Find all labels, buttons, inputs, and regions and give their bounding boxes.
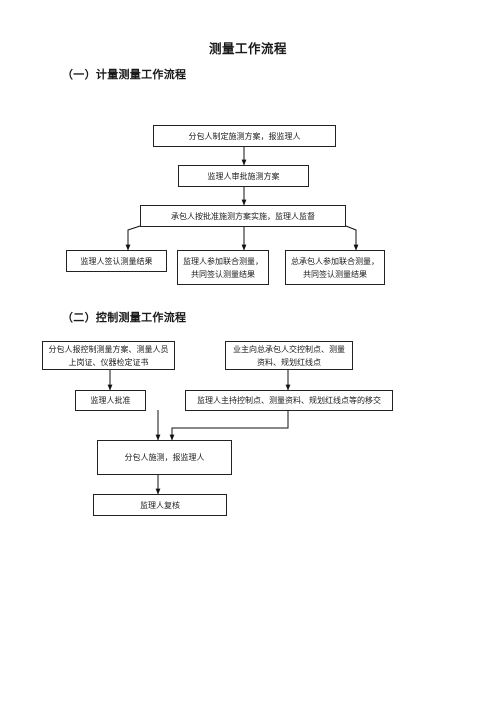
- node-owner-handover: 业主向总承包人交控制点、测量资料、规划红线点: [225, 341, 353, 370]
- node-submit-control-plan: 分包人报控制测量方案、测量人员上岗证、仪器检定证书: [42, 341, 175, 370]
- node-joint-survey-supervisor: 监理人参加联合测量，共同签认测量结果: [177, 250, 269, 285]
- node-approve-plan: 监理人审批施测方案: [178, 165, 309, 187]
- section-heading-metering: （一）计量测量工作流程: [62, 68, 187, 81]
- node-supervisor-sign: 监理人签认测量结果: [66, 250, 167, 272]
- section-heading-control: （二）控制测量工作流程: [62, 311, 187, 324]
- node-joint-survey-contractor: 总承包人参加联合测量，共同签认测量结果: [285, 250, 385, 285]
- arrow-n3-n6: [345, 225, 359, 251]
- node-supervisor-host-handover: 监理人主持控制点、测量资料、规划红线点等的移交: [185, 390, 393, 411]
- page-title: 测量工作流程: [208, 41, 287, 56]
- node-supervisor-approve: 监理人批准: [75, 390, 146, 411]
- arrow-n3-n4: [125, 225, 141, 251]
- node-submit-plan: 分包人制定施测方案，报监理人: [153, 125, 336, 147]
- node-implement-plan: 承包人按批准施测方案实施，监理人监督: [140, 205, 346, 227]
- node-supervisor-recheck: 监理人复核: [93, 494, 227, 516]
- node-subcontractor-survey: 分包人施测，报监理人: [97, 440, 232, 475]
- arrow-m4-m5: [169, 410, 289, 441]
